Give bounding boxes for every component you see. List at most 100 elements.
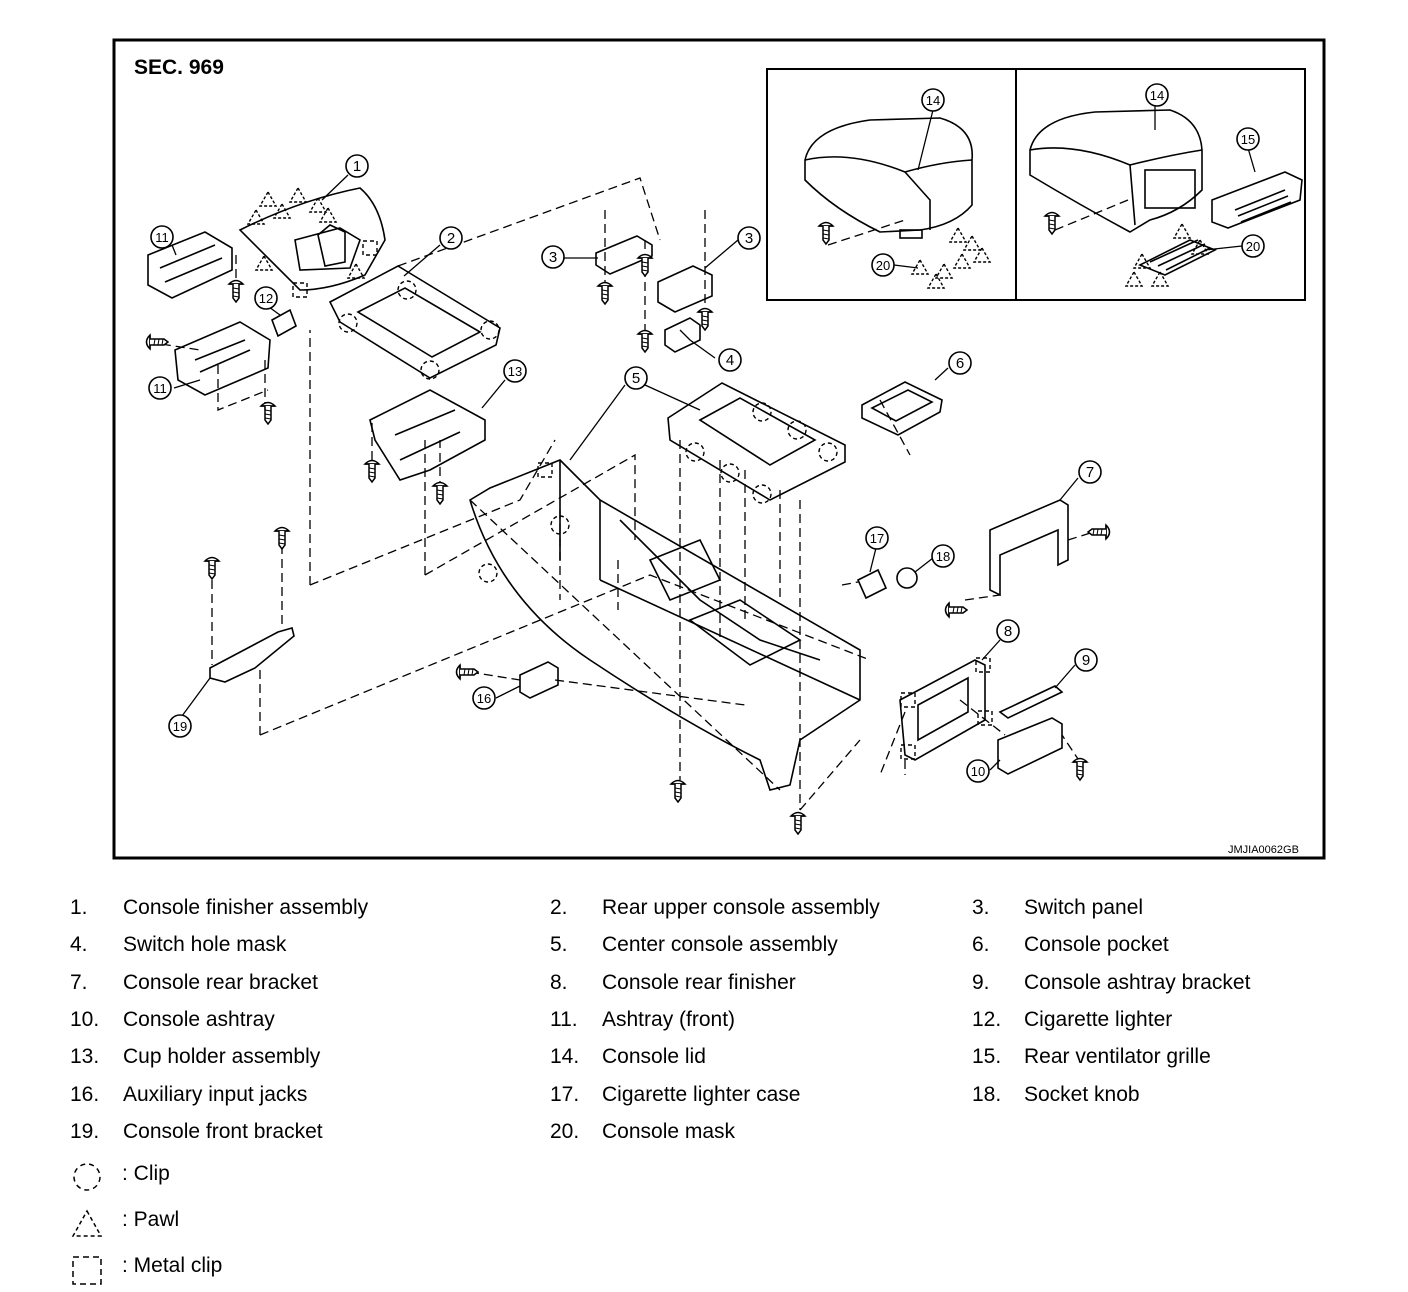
callout-1: 1 bbox=[345, 154, 369, 178]
console-lid-part-2 bbox=[1029, 109, 1203, 233]
section-label: SEC. 969 bbox=[134, 56, 224, 79]
callout-4: 4 bbox=[718, 348, 742, 372]
console-mask-part bbox=[1138, 239, 1217, 276]
part-name: Cup holder assembly bbox=[123, 1045, 321, 1068]
symbol-key-pawl: : Pawl bbox=[70, 1208, 270, 1240]
symbol-key-metal-clip: : Metal clip bbox=[70, 1254, 290, 1288]
part-name: Rear ventilator grille bbox=[1024, 1045, 1211, 1068]
callout-3: 3 bbox=[541, 245, 565, 269]
console-lid-part bbox=[804, 117, 973, 233]
callout-8: 8 bbox=[996, 619, 1020, 643]
callout-9: 9 bbox=[1074, 648, 1098, 672]
rear-ventilator-grille-part bbox=[1211, 171, 1303, 229]
callout-7: 7 bbox=[1078, 460, 1102, 484]
svg-text:17: 17 bbox=[870, 531, 884, 546]
svg-text:16: 16 bbox=[477, 691, 491, 706]
svg-text:18: 18 bbox=[936, 549, 950, 564]
callout-5: 5 bbox=[624, 366, 648, 390]
auxiliary-input-jacks-part bbox=[519, 661, 559, 699]
part-name: Auxiliary input jacks bbox=[123, 1083, 308, 1106]
svg-text:10: 10 bbox=[971, 764, 985, 779]
callout-11-b: 11 bbox=[148, 376, 172, 400]
svg-text:8: 8 bbox=[1004, 623, 1012, 640]
clip-symbol-icon bbox=[73, 1163, 101, 1191]
svg-text:3: 3 bbox=[745, 230, 753, 247]
part-name: Socket knob bbox=[1024, 1083, 1140, 1106]
svg-text:11: 11 bbox=[155, 230, 169, 245]
callout-19: 19 bbox=[168, 714, 192, 738]
svg-text:15: 15 bbox=[1241, 132, 1255, 147]
switch-hole-mask-part bbox=[664, 317, 701, 353]
svg-text:5: 5 bbox=[632, 370, 640, 387]
part-name: Console mask bbox=[602, 1120, 736, 1143]
rear-upper-console-part bbox=[328, 265, 501, 379]
cigarette-lighter-case-part bbox=[856, 568, 888, 600]
callout-2: 2 bbox=[439, 226, 463, 250]
svg-text:1: 1 bbox=[353, 158, 361, 175]
switch-panel-part-2 bbox=[657, 265, 713, 313]
part-name: Console ashtray bbox=[123, 1008, 275, 1031]
svg-text:20: 20 bbox=[876, 258, 890, 273]
svg-text:14: 14 bbox=[926, 93, 940, 108]
switch-panel-part bbox=[595, 235, 653, 275]
console-ashtray-part bbox=[997, 717, 1063, 775]
part-name: Console rear bracket bbox=[123, 971, 318, 994]
callout-15: 15 bbox=[1236, 127, 1260, 151]
part-name: Ashtray (front) bbox=[602, 1008, 736, 1031]
svg-text:2: 2 bbox=[447, 230, 455, 247]
svg-text:14: 14 bbox=[1150, 88, 1164, 103]
ashtray-front-part-2 bbox=[174, 321, 271, 396]
callout-20-b: 20 bbox=[1241, 234, 1265, 258]
ashtray-front-part bbox=[147, 231, 233, 299]
svg-text:11: 11 bbox=[153, 381, 167, 396]
callout-6: 6 bbox=[948, 351, 972, 375]
part-name: Rear upper console assembly bbox=[602, 896, 880, 919]
callout-3-b: 3 bbox=[737, 226, 761, 250]
callout-18: 18 bbox=[931, 544, 955, 568]
part-name: Console ashtray bracket bbox=[1024, 971, 1251, 994]
svg-text:19: 19 bbox=[173, 719, 187, 734]
part-name: Console pocket bbox=[1024, 933, 1169, 956]
callout-17: 17 bbox=[865, 526, 889, 550]
svg-text:12: 12 bbox=[259, 291, 273, 306]
svg-text:20: 20 bbox=[1246, 239, 1260, 254]
console-ashtray-bracket-part bbox=[998, 685, 1064, 719]
part-name: Switch hole mask bbox=[123, 933, 287, 956]
part-name: Cigarette lighter case bbox=[602, 1083, 801, 1106]
part-name: Console rear finisher bbox=[602, 971, 796, 994]
exploded-parts-diagram: SEC. 969 JMJIA0062GB bbox=[112, 38, 1326, 860]
svg-text:9: 9 bbox=[1082, 652, 1090, 669]
pawl-symbol-icon bbox=[71, 1209, 103, 1237]
part-name: Console lid bbox=[602, 1045, 706, 1068]
socket-knob-part bbox=[896, 567, 918, 589]
center-console-body-part bbox=[469, 459, 861, 791]
svg-text:7: 7 bbox=[1086, 464, 1094, 481]
symbol-key-clip: : Clip bbox=[70, 1162, 270, 1194]
callout-16: 16 bbox=[472, 686, 496, 710]
callout-11: 11 bbox=[150, 225, 174, 249]
callout-10: 10 bbox=[966, 759, 990, 783]
callout-14: 14 bbox=[921, 88, 945, 112]
metal-clip-symbol-icon bbox=[72, 1256, 102, 1285]
part-name: Switch panel bbox=[1024, 896, 1144, 919]
part-name: Console finisher assembly bbox=[123, 896, 369, 919]
console-rear-bracket-part bbox=[989, 499, 1069, 597]
part-name: Center console assembly bbox=[602, 933, 838, 956]
svg-text:13: 13 bbox=[508, 364, 522, 379]
cigarette-lighter-part bbox=[271, 308, 297, 338]
part-name: Console front bracket bbox=[123, 1120, 323, 1143]
callout-13: 13 bbox=[503, 359, 527, 383]
part-name: Cigarette lighter bbox=[1024, 1008, 1173, 1031]
image-code: JMJIA0062GB bbox=[1228, 844, 1299, 856]
console-finisher-part bbox=[238, 187, 386, 291]
cup-holder-part bbox=[369, 389, 486, 481]
callout-20: 20 bbox=[871, 253, 895, 277]
center-console-top-part bbox=[667, 382, 846, 501]
svg-text:4: 4 bbox=[726, 352, 734, 369]
svg-text:6: 6 bbox=[956, 355, 964, 372]
console-pocket-part bbox=[861, 381, 943, 436]
svg-text:3: 3 bbox=[549, 249, 557, 266]
console-front-bracket-part bbox=[209, 627, 295, 683]
callout-12: 12 bbox=[254, 286, 278, 310]
callout-14-b: 14 bbox=[1145, 83, 1169, 107]
